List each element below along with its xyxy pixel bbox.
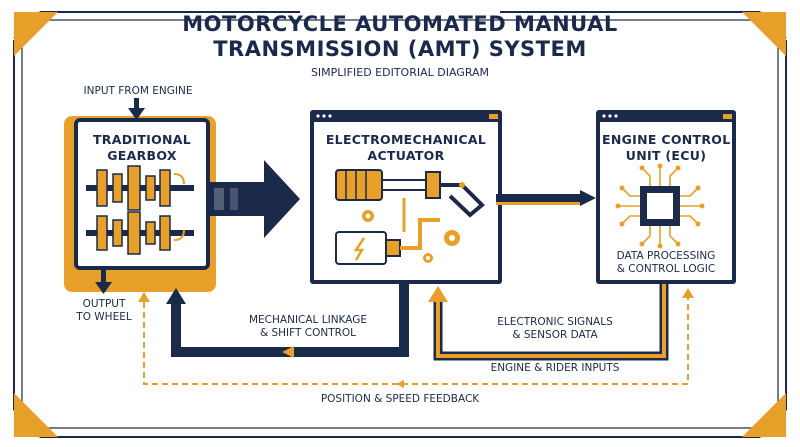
actuator-title-line1: ELECTROMECHANICAL	[325, 132, 487, 147]
ecu-caption: DATA PROCESSING & CONTROL LOGIC	[602, 250, 730, 276]
page-title: MOTORCYCLE AUTOMATED MANUAL	[182, 12, 618, 36]
input-arrow	[128, 98, 145, 120]
linkage-label-line2: & SHIFT CONTROL	[259, 327, 357, 339]
output-label-line2: TO WHEEL	[76, 311, 132, 323]
output-label: OUTPUT TO WHEEL	[56, 298, 152, 324]
gearbox-title-line1: TRADITIONAL	[92, 132, 192, 147]
ecu-title: ENGINE CONTROL UNIT (ECU)	[602, 132, 730, 164]
mechanical-linkage-arrow	[166, 284, 409, 358]
page-title: TRANSMISSION (AMT) SYSTEM	[213, 37, 587, 61]
feedback-label: POSITION & SPEED FEEDBACK	[320, 393, 480, 405]
ecu-caption-line2: & CONTROL LOGIC	[616, 263, 716, 275]
actuator-title-line2: ACTUATOR	[367, 148, 445, 163]
motor-icon	[335, 169, 485, 218]
chip-icon	[615, 163, 705, 249]
output-label-line1: OUTPUT	[82, 298, 126, 310]
ecu-caption-line1: DATA PROCESSING	[616, 250, 716, 262]
corner-accents	[14, 12, 786, 437]
power-flow-arrow	[210, 160, 300, 238]
signals-label-line2: & SENSOR DATA	[512, 329, 598, 341]
electronic-signals-arrow	[428, 284, 669, 361]
output-arrow	[95, 268, 112, 294]
linkage-label-line1: MECHANICAL LINKAGE	[248, 314, 368, 326]
rider-inputs-label: ENGINE & RIDER INPUTS	[490, 362, 620, 374]
gearbox-title-line2: GEARBOX	[107, 148, 177, 163]
ecu-title-line2: UNIT (ECU)	[625, 148, 707, 163]
page-subtitle: SIMPLIFIED EDITORIAL DIAGRAM	[310, 66, 490, 79]
linkage-label: MECHANICAL LINKAGE & SHIFT CONTROL	[228, 314, 388, 340]
input-label: INPUT FROM ENGINE	[83, 85, 193, 97]
signals-label: ELECTRONIC SIGNALS & SENSOR DATA	[470, 316, 640, 342]
gear-icon	[86, 165, 194, 255]
signals-label-line1: ELECTRONIC SIGNALS	[497, 316, 613, 328]
motor-icon	[335, 198, 440, 265]
ecu-title-line1: ENGINE CONTROL	[602, 132, 731, 147]
gear-icon	[362, 210, 460, 263]
actuator-title: ELECTROMECHANICAL ACTUATOR	[316, 132, 496, 164]
control-signal-arrow	[496, 190, 596, 206]
gearbox-title: TRADITIONAL GEARBOX	[78, 132, 206, 164]
feedback-loop-arrow	[138, 288, 694, 388]
